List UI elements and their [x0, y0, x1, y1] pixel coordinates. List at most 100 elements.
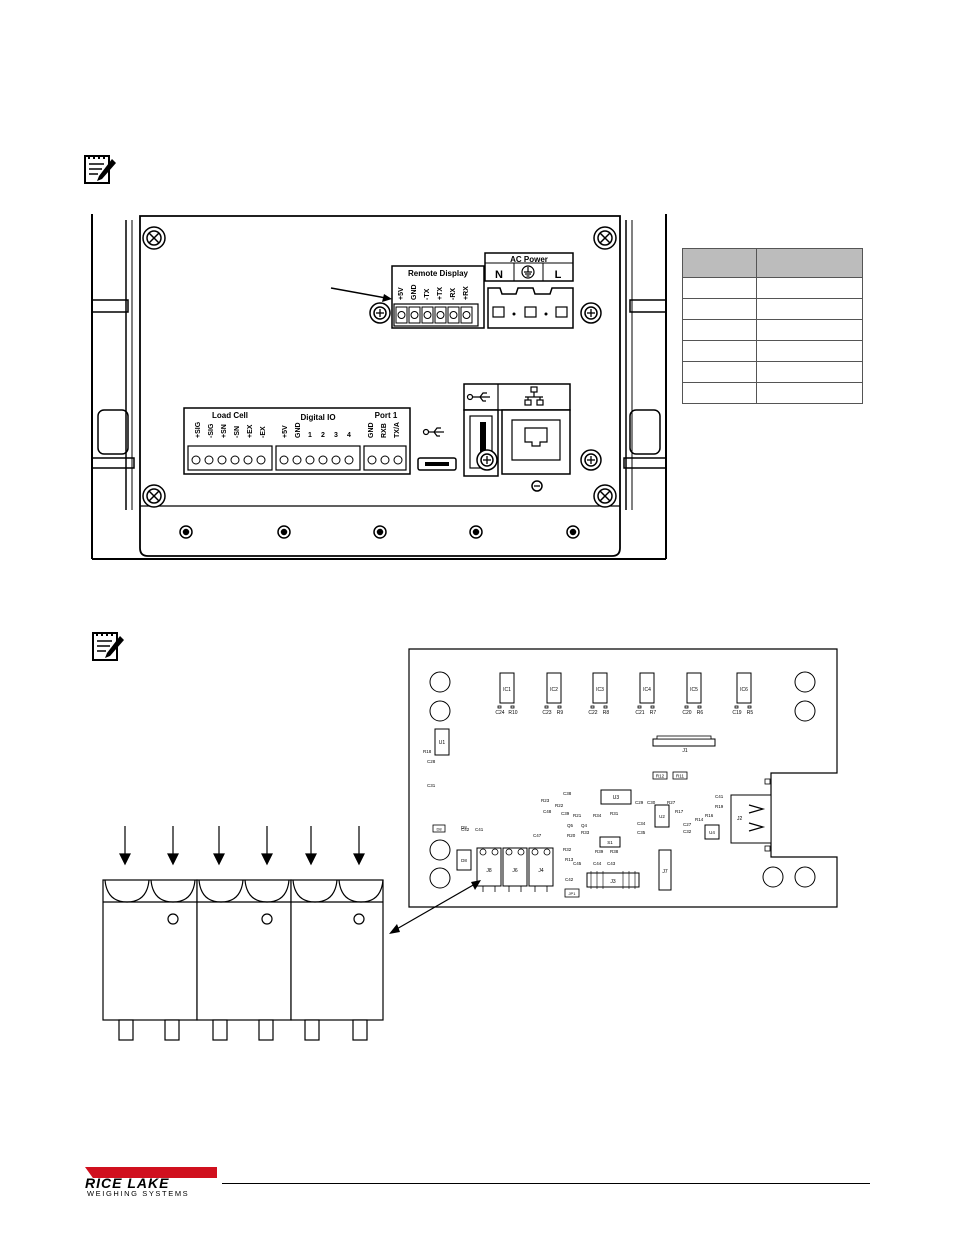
ac-line-label: L — [555, 269, 562, 281]
table-cell — [682, 382, 757, 404]
connector-label: J6 — [512, 868, 518, 874]
remote-display-pin: -RX — [450, 288, 457, 300]
part-label: Q5 — [567, 823, 574, 828]
connector-label: J2 — [737, 816, 743, 822]
remote-display-pin: GND — [411, 284, 418, 300]
connector-label: J1 — [682, 748, 688, 754]
chip-res-label: R9 — [557, 710, 564, 716]
part-label: C30 — [647, 800, 656, 805]
part-label: R22 — [555, 803, 564, 808]
part-label: C31 — [427, 783, 436, 788]
chip-label: IC3 — [596, 687, 604, 693]
footer-rule — [222, 1183, 870, 1184]
part-label: C48 — [543, 809, 552, 814]
part-label: R27 — [667, 800, 676, 805]
table-cell — [682, 361, 757, 383]
port1-pin: TX/A — [394, 422, 401, 438]
table-row — [682, 298, 863, 320]
chip-cap-label: C24 — [495, 710, 504, 716]
usb-icon — [422, 427, 444, 437]
part-label: C47 — [533, 833, 542, 838]
remote-display-pin: +5V — [398, 287, 405, 300]
part-label: C39 — [561, 811, 570, 816]
chip-cap-label: C19 — [732, 710, 741, 716]
logo-swoosh — [85, 1167, 217, 1178]
chip-label: U4 — [709, 830, 715, 835]
chip-label: U1 — [439, 740, 446, 746]
digital-io-pin: 1 — [308, 432, 312, 439]
part-label: R32 — [563, 847, 572, 852]
rice-lake-logo: RICE LAKE WEIGHING SYSTEMS — [85, 1167, 217, 1199]
logo-brand-name: RICE LAKE — [85, 1175, 170, 1191]
chip-cap-label: C21 — [635, 710, 644, 716]
remote-display-title: Remote Display — [408, 269, 469, 278]
part-label: R23 — [541, 798, 550, 803]
table-row — [682, 382, 863, 404]
load-cell-pin: -SIG — [208, 423, 215, 438]
usb-host-icon — [466, 392, 490, 402]
table-header-cell — [756, 248, 863, 278]
digital-io-title: Digital IO — [300, 413, 335, 422]
part-label: C44 — [593, 861, 602, 866]
remote-display-pin: +TX — [437, 287, 444, 300]
part-label: C41 — [715, 794, 724, 799]
part-label: R13 — [565, 857, 574, 862]
load-cell-pin: +SN — [221, 424, 228, 438]
ac-neutral-label: N — [495, 269, 503, 281]
connector-label: J3 — [610, 879, 616, 885]
chip-label: U2 — [659, 814, 665, 819]
chip-cap-label: C23 — [542, 710, 551, 716]
connector-label: JP1 — [569, 891, 577, 896]
remote-display-pin: +RX — [463, 286, 470, 300]
part-label: C42 — [461, 827, 470, 832]
digital-io-pin: 3 — [334, 432, 338, 439]
part-label: R31 — [610, 811, 619, 816]
table-cell — [682, 319, 757, 341]
port1-pin: GND — [368, 422, 375, 438]
table-cell — [682, 340, 757, 362]
part-label: R39 — [595, 849, 604, 854]
part-label: C29 — [635, 800, 644, 805]
part-label: R38 — [610, 849, 619, 854]
chip-label: IC5 — [690, 687, 698, 693]
table-cell — [756, 340, 863, 362]
table-cell — [756, 298, 863, 320]
part-label: R12 — [656, 774, 665, 779]
enclosure-back-panel-figure: Remote Display +5V GND -TX +TX -RX +RX A… — [91, 214, 667, 560]
table-cell — [756, 361, 863, 383]
load-cell-pin: -SN — [234, 426, 241, 438]
load-cell-title: Load Cell — [212, 411, 248, 420]
remote-display-pin: -TX — [424, 288, 431, 300]
part-label: R14 — [695, 817, 704, 822]
part-label: R20 — [567, 833, 576, 838]
port1-title: Port 1 — [375, 411, 398, 420]
part-label: S1 — [607, 840, 613, 845]
table-row — [682, 340, 863, 362]
part-label: C34 — [637, 821, 646, 826]
chip-res-label: R8 — [603, 710, 610, 716]
digital-io-pin: GND — [295, 422, 302, 438]
part-label: R18 — [423, 749, 432, 754]
part-label: C35 — [637, 830, 646, 835]
chip-label: IC2 — [550, 687, 558, 693]
part-label: R19 — [715, 804, 724, 809]
note-icon — [84, 155, 116, 184]
part-label: C32 — [683, 829, 692, 834]
chip-res-label: R7 — [650, 710, 657, 716]
table-header-row — [682, 248, 863, 278]
digital-io-pin: 2 — [321, 432, 325, 439]
part-label: Q4 — [581, 823, 588, 828]
ac-power-title: AC Power — [510, 255, 548, 264]
port1-pin: RXB — [381, 423, 388, 438]
part-label: C27 — [683, 822, 692, 827]
connector-detail-figure — [102, 826, 481, 1041]
load-cell-pin: -EX — [260, 426, 267, 438]
part-label: C43 — [607, 861, 616, 866]
chip-label: IC4 — [643, 687, 651, 693]
wiring-table — [682, 248, 863, 404]
digital-io-pin: +5V — [282, 425, 289, 438]
part-label: C41 — [475, 827, 484, 832]
pcb-layout-figure: IC1 IC2 IC3 IC4 IC5 IC6 C24 C23 C22 C21 … — [408, 648, 838, 908]
table-cell — [756, 382, 863, 404]
chip-cap-label: C20 — [682, 710, 691, 716]
